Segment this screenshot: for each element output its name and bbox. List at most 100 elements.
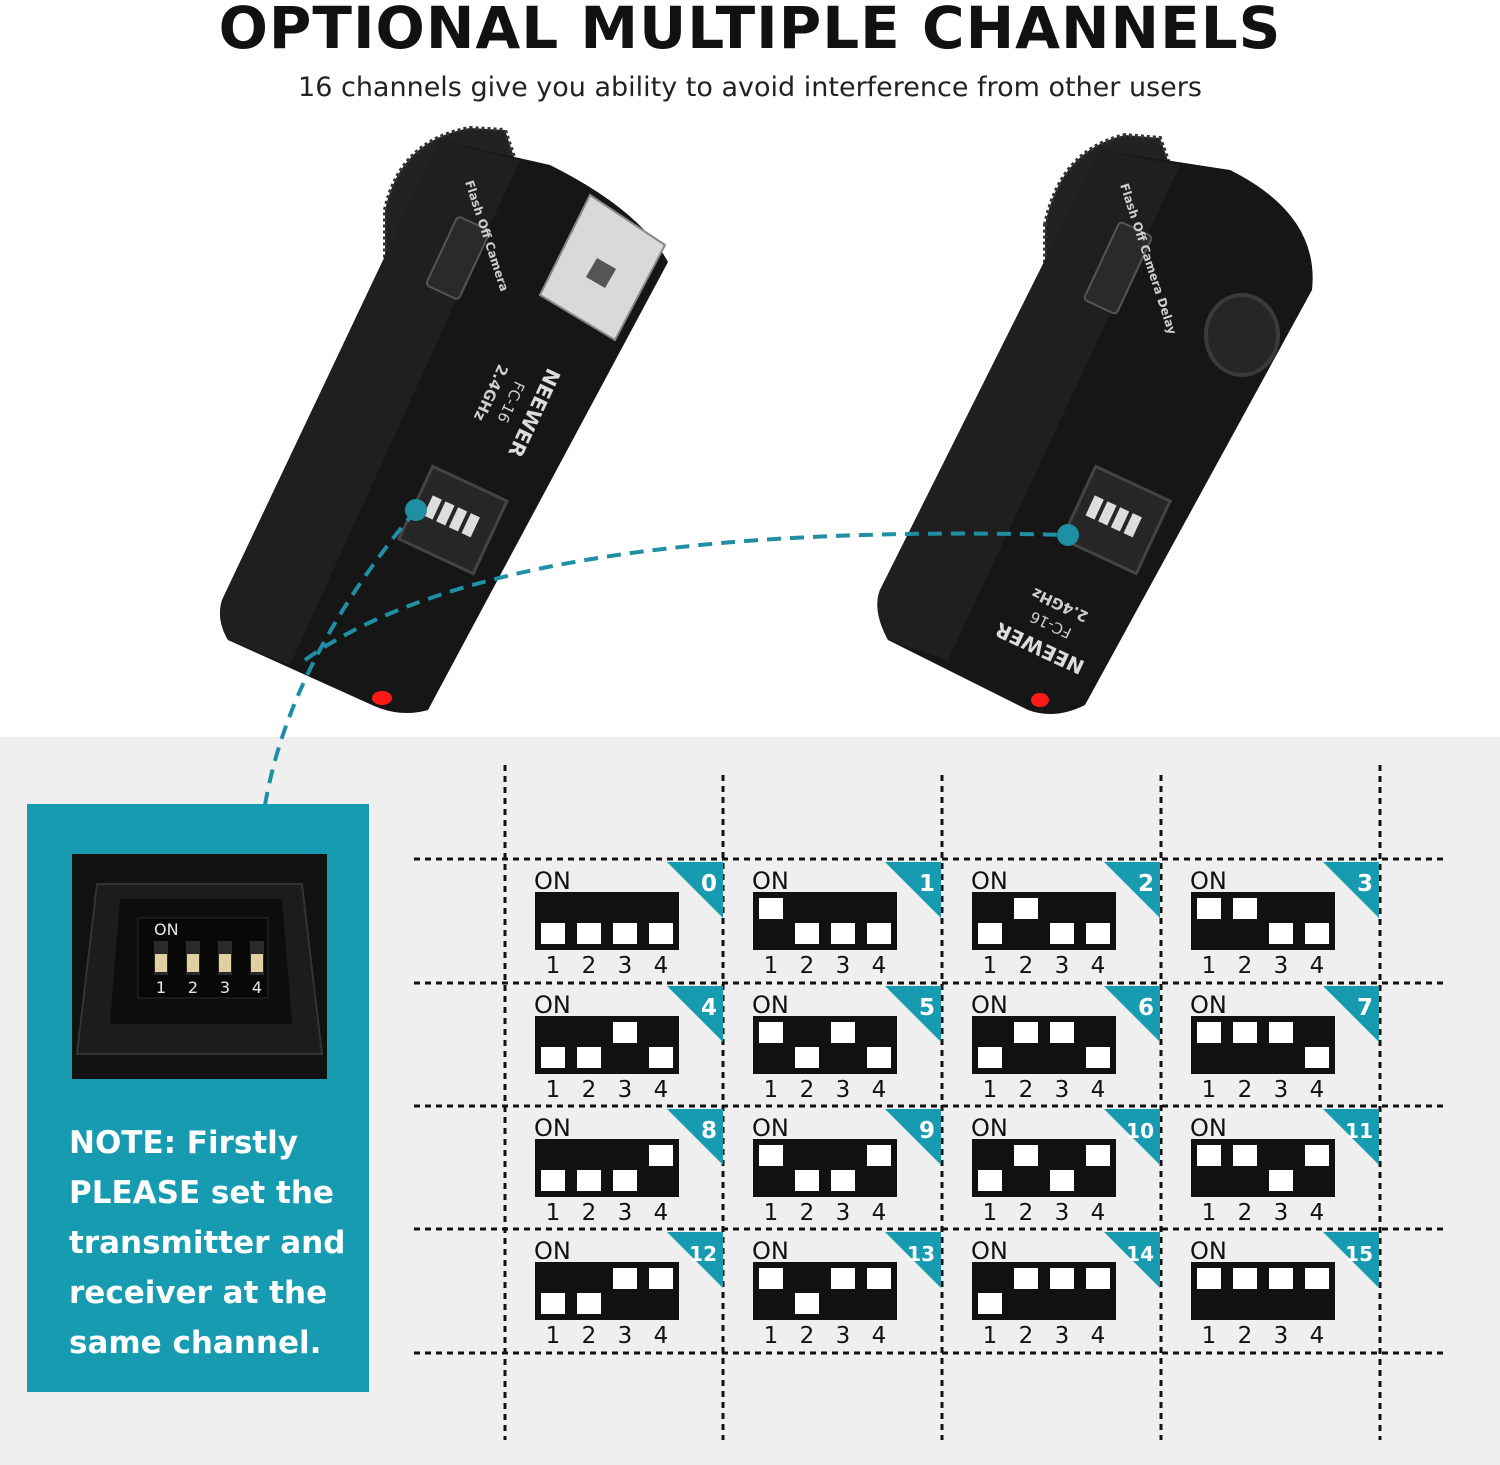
switch-number: 4	[1310, 1323, 1325, 1349]
on-label: ON	[1190, 1237, 1227, 1265]
switch-number: 2	[582, 953, 597, 979]
switch-number: 1	[1202, 1323, 1217, 1349]
switch-number: 2	[800, 953, 815, 979]
switch-on	[1197, 1022, 1221, 1043]
receiver-pointer-dot	[1057, 524, 1079, 546]
switch-on	[1197, 1145, 1221, 1166]
switch-number: 3	[1055, 1077, 1070, 1103]
switch-on	[867, 1145, 891, 1166]
channel-number: 9	[919, 1118, 935, 1144]
switch-number: 3	[618, 1200, 633, 1226]
switch-number: 4	[654, 1323, 669, 1349]
switch-on	[831, 1022, 855, 1043]
switch-number: 3	[618, 1323, 633, 1349]
switch-off	[541, 923, 565, 944]
receiver-device: NEEWER FC-16 2.4GHz Flash Off Camera Del…	[877, 132, 1313, 714]
switch-off	[795, 923, 819, 944]
photo-switch-knob	[187, 954, 199, 972]
switch-number: 4	[1310, 1077, 1325, 1103]
on-label: ON	[1190, 991, 1227, 1019]
channel-number: 11	[1345, 1119, 1373, 1143]
switch-off	[978, 1170, 1002, 1191]
switch-on	[1086, 1145, 1110, 1166]
switch-on	[1014, 898, 1038, 919]
switch-on	[1086, 1268, 1110, 1289]
switch-off	[541, 1047, 565, 1068]
channel-number: 7	[1357, 995, 1373, 1021]
channel-badge	[885, 986, 941, 1042]
switch-on	[1305, 1145, 1329, 1166]
channel-badge	[1104, 1232, 1160, 1288]
switch-number: 3	[836, 1077, 851, 1103]
switch-off	[831, 1170, 855, 1191]
photo-switch-knob	[219, 954, 231, 972]
switch-on	[1233, 898, 1257, 919]
switch-on	[759, 898, 783, 919]
switch-number: 3	[1274, 1200, 1289, 1226]
switch-number: 4	[1091, 1077, 1106, 1103]
channel-grid-lines	[414, 765, 1448, 1440]
channel-badge	[1323, 1109, 1379, 1165]
channel-badge	[667, 986, 723, 1042]
switch-off	[1305, 923, 1329, 944]
switch-on	[759, 1268, 783, 1289]
switch-off	[795, 1293, 819, 1314]
channel-badge	[1104, 986, 1160, 1042]
switch-off	[1050, 923, 1074, 944]
switch-number: 2	[1238, 1077, 1253, 1103]
channel-number: 2	[1138, 871, 1154, 897]
on-label: ON	[1190, 1114, 1227, 1142]
switch-off	[649, 923, 673, 944]
on-label: ON	[534, 1237, 571, 1265]
switch-number: 4	[1091, 1200, 1106, 1226]
switch-on	[867, 1268, 891, 1289]
switch-number: 1	[546, 1200, 561, 1226]
channel-badge	[1323, 986, 1379, 1042]
receiver-mode-switch-icon	[1083, 221, 1153, 315]
note-text: NOTE: Firstly PLEASE set the transmitter…	[69, 1125, 346, 1361]
photo-switch-number: 4	[252, 978, 262, 997]
switch-number: 2	[1019, 1077, 1034, 1103]
switch-off	[577, 1170, 601, 1191]
switch-number: 3	[1055, 1200, 1070, 1226]
channel-badge	[1323, 1232, 1379, 1288]
photo-on-label: ON	[154, 920, 179, 939]
switch-on	[613, 1022, 637, 1043]
channel-number: 3	[1357, 871, 1373, 897]
switch-number: 4	[1091, 953, 1106, 979]
switch-on	[1050, 1268, 1074, 1289]
channel-number: 10	[1126, 1119, 1154, 1143]
switch-number: 1	[983, 1323, 998, 1349]
switch-number: 2	[1238, 953, 1253, 979]
switch-number: 3	[836, 1323, 851, 1349]
switch-on	[1269, 1022, 1293, 1043]
switch-off	[1269, 1170, 1293, 1191]
switch-number: 2	[1238, 1323, 1253, 1349]
switch-number: 2	[1019, 1323, 1034, 1349]
page-title: OPTIONAL MULTIPLE CHANNELS	[218, 0, 1282, 62]
switch-number: 1	[546, 953, 561, 979]
switch-number: 1	[1202, 1077, 1217, 1103]
channel-badge	[667, 862, 723, 918]
receiver-led-icon	[1031, 693, 1049, 707]
switch-number: 3	[836, 953, 851, 979]
channel-badge	[1104, 862, 1160, 918]
switch-number: 3	[1274, 1077, 1289, 1103]
switch-on	[1197, 1268, 1221, 1289]
photo-switch-number: 1	[156, 978, 166, 997]
switch-on	[1233, 1145, 1257, 1166]
page-subtitle: 16 channels give you ability to avoid in…	[298, 72, 1202, 103]
channel-number: 12	[689, 1242, 717, 1266]
